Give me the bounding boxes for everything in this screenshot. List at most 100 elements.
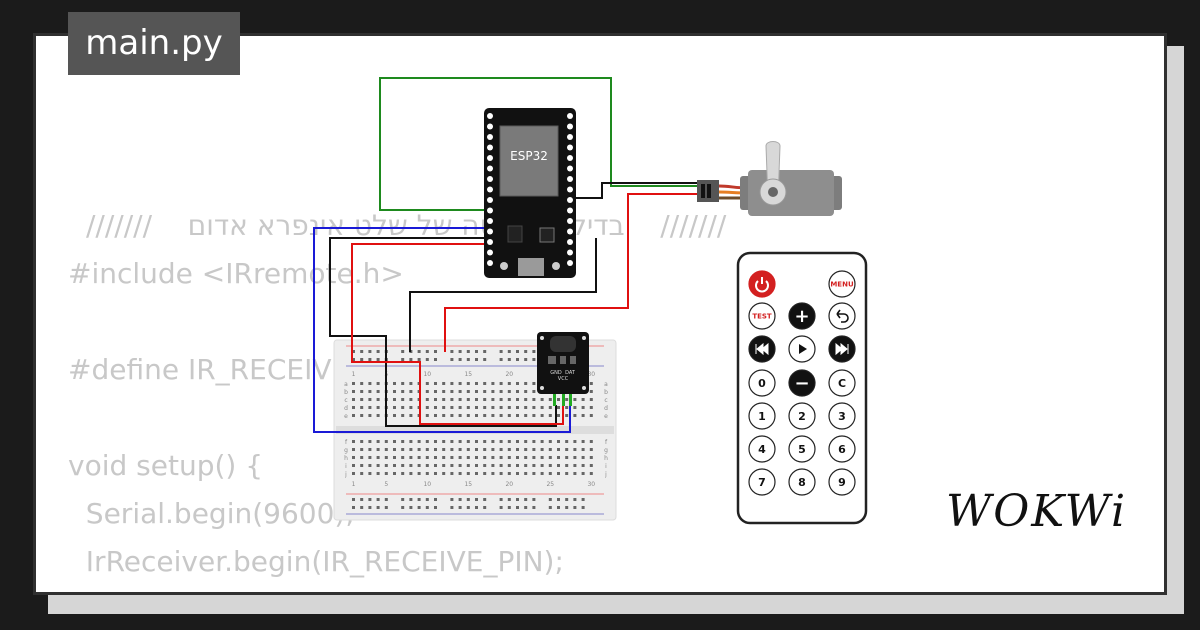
breadboard-hole[interactable]	[434, 390, 437, 393]
breadboard-hole[interactable]	[581, 398, 585, 401]
remote-button-+[interactable]: +	[788, 302, 816, 330]
esp32-pin[interactable]	[487, 144, 493, 151]
breadboard-hole[interactable]	[442, 390, 446, 393]
breadboard-hole[interactable]	[458, 350, 462, 353]
breadboard-hole[interactable]	[458, 472, 462, 475]
breadboard-hole[interactable]	[532, 440, 536, 443]
breadboard-hole[interactable]	[384, 456, 388, 459]
breadboard-hole[interactable]	[557, 456, 560, 459]
breadboard-hole[interactable]	[466, 414, 470, 417]
esp32-pin[interactable]	[567, 113, 573, 119]
breadboard-hole[interactable]	[507, 464, 511, 467]
breadboard-hole[interactable]	[352, 456, 355, 459]
breadboard-hole[interactable]	[573, 464, 577, 467]
breadboard-hole[interactable]	[524, 414, 528, 417]
breadboard-hole[interactable]	[401, 350, 405, 353]
breadboard-hole[interactable]	[376, 456, 380, 459]
breadboard-hole[interactable]	[442, 448, 446, 451]
esp32-pin[interactable]	[567, 260, 573, 266]
breadboard-hole[interactable]	[589, 398, 593, 401]
breadboard-hole[interactable]	[589, 390, 593, 393]
breadboard-hole[interactable]	[360, 358, 364, 361]
breadboard-hole[interactable]	[581, 498, 585, 501]
breadboard-hole[interactable]	[425, 390, 429, 393]
breadboard-hole[interactable]	[548, 440, 552, 443]
breadboard-hole[interactable]	[466, 350, 470, 353]
breadboard-hole[interactable]	[475, 456, 478, 459]
breadboard-hole[interactable]	[401, 506, 405, 509]
breadboard-hole[interactable]	[360, 350, 364, 353]
breadboard-hole[interactable]	[425, 448, 429, 451]
breadboard-hole[interactable]	[368, 464, 372, 467]
breadboard-hole[interactable]	[360, 506, 364, 509]
breadboard-hole[interactable]	[434, 440, 437, 443]
breadboard-hole[interactable]	[483, 382, 487, 385]
esp32-pin[interactable]	[567, 134, 573, 140]
breadboard-hole[interactable]	[409, 382, 413, 385]
breadboard-hole[interactable]	[393, 390, 396, 393]
breadboard-hole[interactable]	[483, 498, 487, 501]
breadboard-hole[interactable]	[507, 472, 511, 475]
breadboard-hole[interactable]	[483, 358, 487, 361]
breadboard-hole[interactable]	[393, 472, 396, 475]
breadboard-hole[interactable]	[581, 406, 585, 409]
breadboard-hole[interactable]	[499, 456, 503, 459]
breadboard-hole[interactable]	[401, 382, 405, 385]
breadboard-hole[interactable]	[483, 472, 487, 475]
breadboard-hole[interactable]	[409, 472, 413, 475]
breadboard-hole[interactable]	[434, 382, 437, 385]
breadboard-hole[interactable]	[557, 406, 560, 409]
breadboard-hole[interactable]	[499, 464, 503, 467]
breadboard-hole[interactable]	[507, 498, 511, 501]
breadboard-hole[interactable]	[548, 472, 552, 475]
breadboard-hole[interactable]	[401, 390, 405, 393]
breadboard-hole[interactable]	[548, 398, 552, 401]
breadboard-hole[interactable]	[516, 498, 519, 501]
breadboard-hole[interactable]	[491, 406, 495, 409]
breadboard-hole[interactable]	[360, 456, 364, 459]
breadboard-hole[interactable]	[491, 472, 495, 475]
breadboard-hole[interactable]	[466, 472, 470, 475]
breadboard-hole[interactable]	[401, 398, 405, 401]
breadboard-hole[interactable]	[499, 390, 503, 393]
breadboard-hole[interactable]	[352, 414, 355, 417]
breadboard-hole[interactable]	[384, 506, 388, 509]
breadboard-hole[interactable]	[417, 506, 421, 509]
breadboard-hole[interactable]	[352, 448, 355, 451]
breadboard-hole[interactable]	[384, 440, 388, 443]
breadboard-hole[interactable]	[499, 406, 503, 409]
breadboard-hole[interactable]	[450, 398, 454, 401]
breadboard-hole[interactable]	[376, 382, 380, 385]
remote-button-play[interactable]	[788, 335, 816, 363]
breadboard-hole[interactable]	[450, 498, 454, 501]
breadboard-hole[interactable]	[450, 406, 454, 409]
breadboard-hole[interactable]	[450, 472, 454, 475]
breadboard-hole[interactable]	[507, 440, 511, 443]
breadboard-hole[interactable]	[458, 456, 462, 459]
esp32-pin[interactable]	[567, 155, 573, 161]
breadboard-hole[interactable]	[458, 498, 462, 501]
breadboard-hole[interactable]	[458, 414, 462, 417]
breadboard-hole[interactable]	[466, 448, 470, 451]
breadboard-hole[interactable]	[573, 456, 577, 459]
breadboard-hole[interactable]	[483, 440, 487, 443]
breadboard-hole[interactable]	[401, 414, 405, 417]
breadboard-hole[interactable]	[384, 448, 388, 451]
breadboard-hole[interactable]	[483, 506, 487, 509]
breadboard-hole[interactable]	[360, 472, 364, 475]
breadboard-hole[interactable]	[475, 382, 478, 385]
breadboard-hole[interactable]	[466, 390, 470, 393]
breadboard-hole[interactable]	[425, 464, 429, 467]
breadboard-hole[interactable]	[466, 406, 470, 409]
breadboard-hole[interactable]	[589, 382, 593, 385]
esp32-pin[interactable]	[487, 239, 493, 245]
breadboard-hole[interactable]	[589, 406, 593, 409]
breadboard-hole[interactable]	[434, 358, 437, 361]
breadboard-hole[interactable]	[352, 350, 355, 353]
breadboard-hole[interactable]	[548, 506, 552, 509]
breadboard-hole[interactable]	[393, 448, 396, 451]
breadboard-hole[interactable]	[409, 358, 413, 361]
breadboard-hole[interactable]	[401, 440, 405, 443]
esp32-pin[interactable]	[487, 123, 493, 130]
breadboard-hole[interactable]	[532, 448, 536, 451]
